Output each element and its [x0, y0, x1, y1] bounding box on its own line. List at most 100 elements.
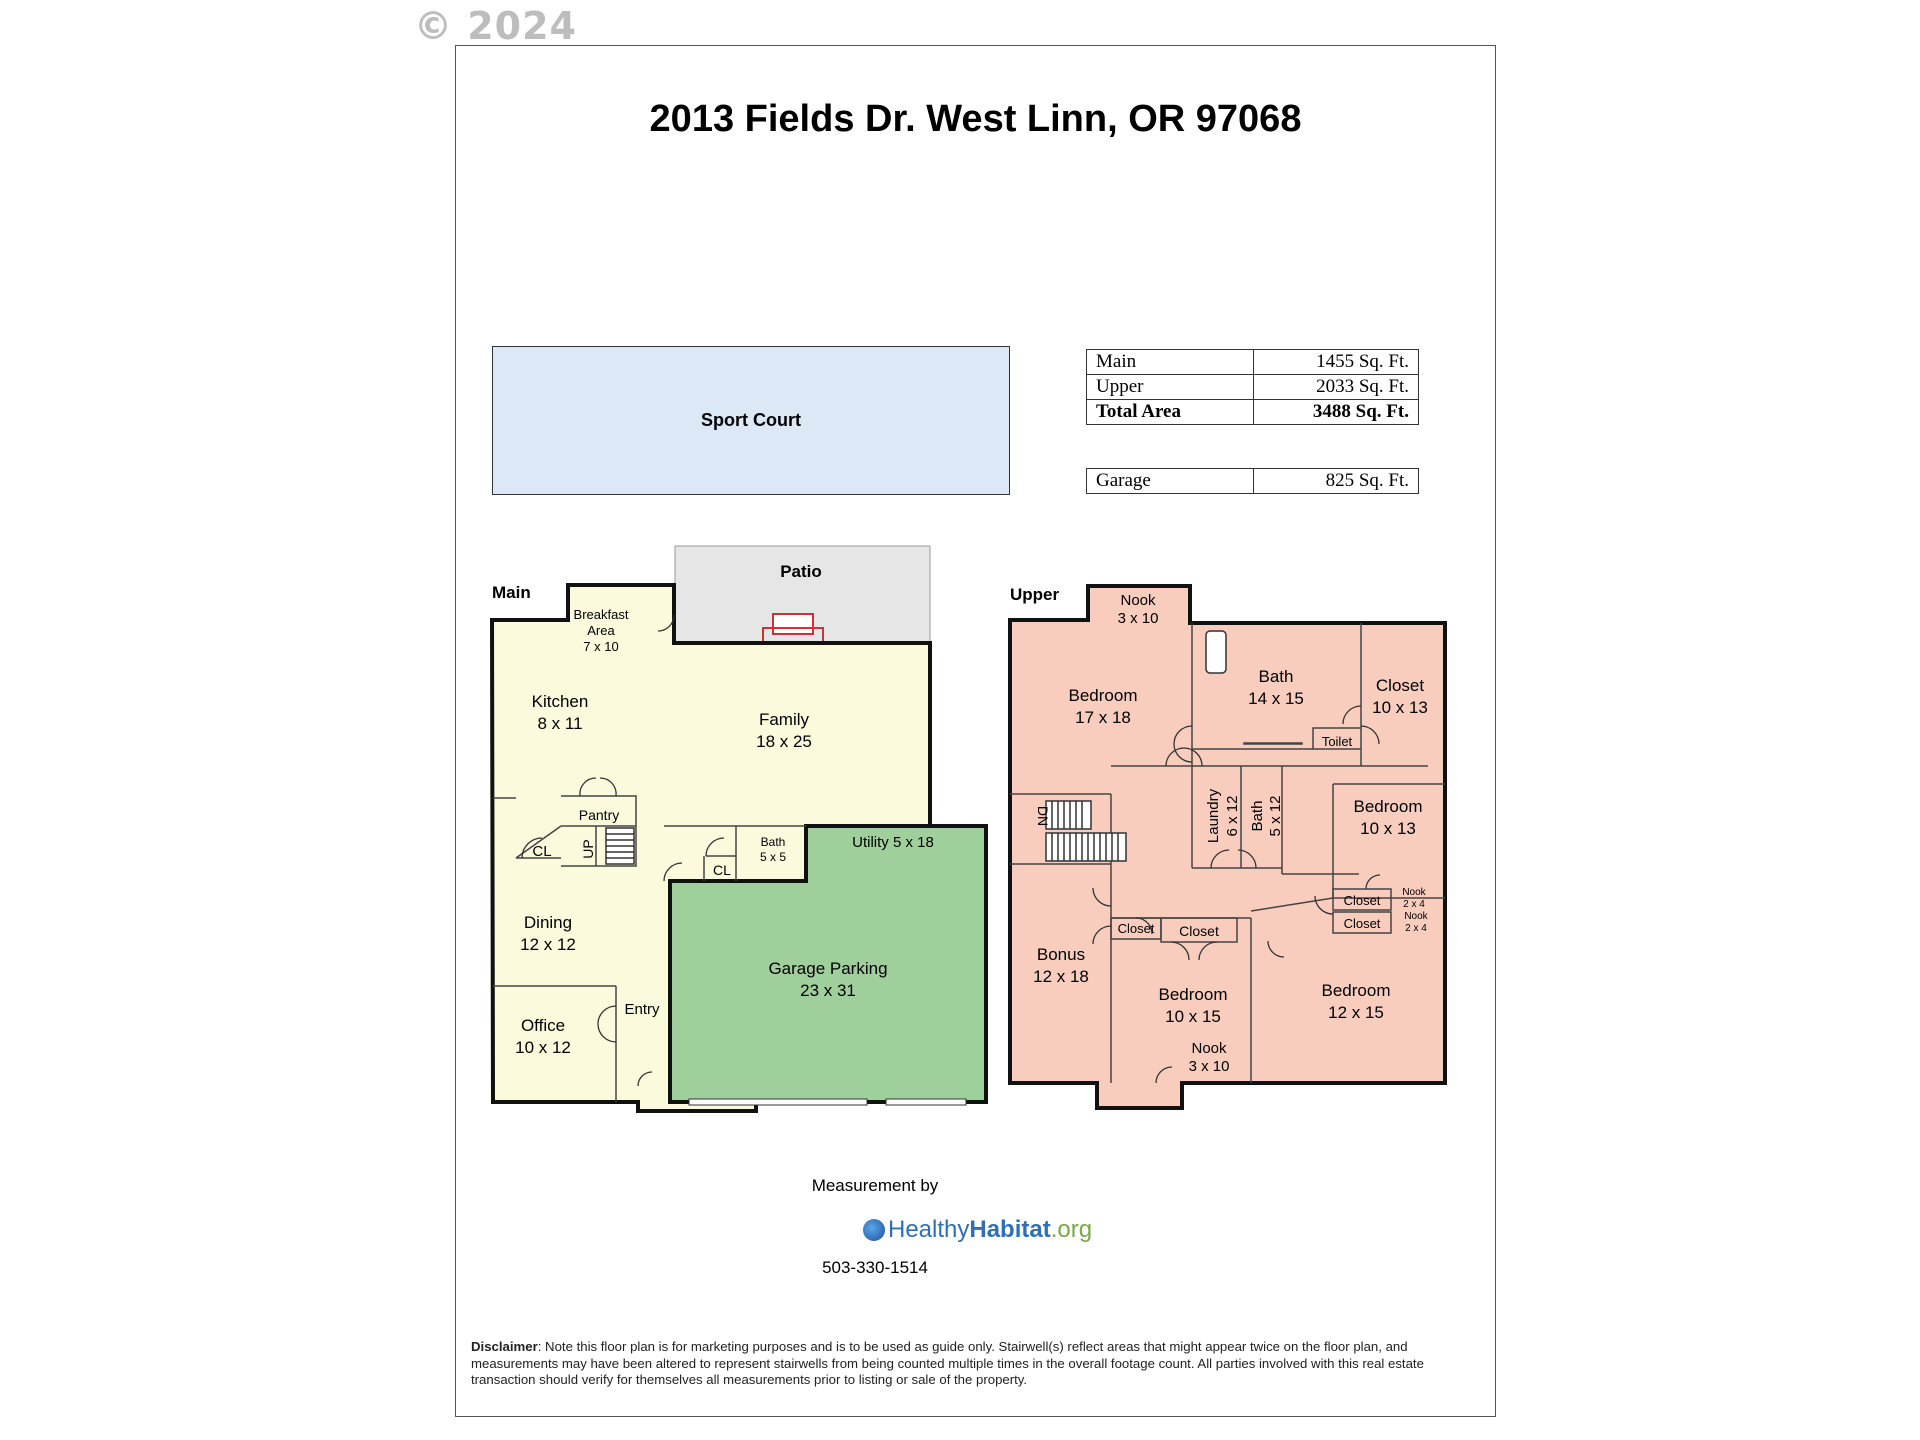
- area-row-total: Total Area 3488 Sq. Ft.: [1086, 399, 1419, 425]
- garage-door: [688, 1098, 868, 1106]
- room-label: Bedroom: [1159, 985, 1228, 1004]
- garage-door: [885, 1098, 967, 1106]
- room-label: Nook: [1191, 1040, 1227, 1057]
- closet-label: Closet: [1179, 923, 1219, 939]
- main-interior-walls: [493, 795, 806, 1102]
- nook-top-label: Nook 3 x 10: [1118, 592, 1159, 627]
- area-row-garage: Garage 825 Sq. Ft.: [1086, 468, 1419, 494]
- garage-area-table: Garage 825 Sq. Ft.: [1086, 468, 1419, 494]
- room-dimensions: 14 x 15: [1248, 689, 1304, 708]
- copyright-watermark: © 2024: [414, 4, 577, 48]
- bedroom4-label: Bedroom 12 x 15: [1322, 981, 1391, 1022]
- room-dimensions: 5 x 5: [760, 850, 786, 864]
- room-dimensions: 5 x 12: [1267, 796, 1284, 837]
- bathtub-icon: [1205, 630, 1227, 674]
- door-swing-icons: [1092, 705, 1381, 1084]
- door-swing-icons: [521, 614, 725, 1087]
- room-label: Laundry: [1205, 788, 1222, 843]
- utility-label: Utility 5 x 18: [852, 834, 934, 851]
- floor-plan-drawing: Main Patio: [489, 545, 1447, 1113]
- page-title: 2013 Fields Dr. West Linn, OR 97068: [649, 98, 1302, 140]
- room-dimensions: 18 x 25: [756, 732, 812, 751]
- dining-label: Dining 12 x 12: [520, 913, 576, 954]
- upper-floor-label: Upper: [1010, 585, 1060, 604]
- office-label: Office 10 x 12: [515, 1016, 571, 1057]
- room-dimensions: 2 x 4: [1405, 923, 1427, 934]
- room-dimensions: 3 x 10: [1189, 1058, 1230, 1075]
- disclaimer-text: : Note this floor plan is for marketing …: [471, 1339, 1424, 1387]
- room-label: Kitchen: [532, 692, 589, 711]
- room-label: Nook: [1120, 592, 1156, 609]
- area-value: 825 Sq. Ft.: [1253, 468, 1419, 494]
- logo-text: Healthy: [888, 1216, 970, 1243]
- room-dimensions: 2 x 4: [1403, 899, 1425, 910]
- room-label: Area: [587, 623, 615, 638]
- room-label: Bath: [1259, 667, 1294, 686]
- stairs-up: [605, 827, 635, 865]
- room-label: Bedroom: [1069, 686, 1138, 705]
- room-label: Garage Parking: [768, 959, 887, 978]
- room-dimensions: 17 x 18: [1075, 708, 1131, 727]
- area-label: Garage: [1086, 468, 1254, 494]
- room-dimensions: 6 x 12: [1224, 796, 1241, 837]
- up-label: UP: [580, 839, 596, 858]
- disclaimer: Disclaimer: Note this floor plan is for …: [471, 1339, 1481, 1389]
- logo-text: Habitat: [969, 1216, 1051, 1243]
- upper-floor-outline: [1008, 584, 1447, 1110]
- room-label: Bath: [761, 835, 786, 849]
- upper-interior-walls: [1010, 623, 1445, 1083]
- toilet-label: Toilet: [1322, 734, 1353, 749]
- closet-label: CL: [532, 843, 551, 860]
- pantry-label: Pantry: [579, 807, 619, 823]
- closet-label: Closet: [1344, 916, 1381, 931]
- room-label: Office: [521, 1016, 565, 1035]
- half-bath-label: Bath 5 x 5: [760, 835, 786, 864]
- room-label: Nook: [1404, 911, 1428, 922]
- closet-label: Closet: [1344, 893, 1381, 908]
- nook-b-label: Nook 2 x 4: [1404, 911, 1428, 934]
- family-label: Family 18 x 25: [756, 710, 812, 751]
- dn-label: DN: [1035, 806, 1051, 826]
- laundry-label: Laundry 6 x 12: [1205, 788, 1241, 843]
- floor-plan-sheet: 2013 Fields Dr. West Linn, OR 97068 Spor…: [455, 45, 1496, 1417]
- area-label: Total Area: [1086, 399, 1254, 425]
- closet-label: CL: [713, 862, 731, 878]
- area-table: Main 1455 Sq. Ft. Upper 2033 Sq. Ft. Tot…: [1086, 349, 1419, 425]
- room-dimensions: 10 x 13: [1360, 819, 1416, 838]
- area-value: 2033 Sq. Ft.: [1253, 374, 1419, 400]
- closet1-label: Closet 10 x 13: [1372, 676, 1428, 717]
- phone-number: 503-330-1514: [822, 1258, 928, 1277]
- room-label: Bath: [1249, 801, 1266, 832]
- bedroom2-label: Bedroom 10 x 13: [1354, 797, 1423, 838]
- patio-label: Patio: [780, 562, 822, 581]
- globe-icon: [863, 1219, 885, 1241]
- room-dimensions: 12 x 12: [520, 935, 576, 954]
- room-dimensions: 12 x 15: [1328, 1003, 1384, 1022]
- room-label: Nook: [1402, 887, 1426, 898]
- stairs-down: [1045, 800, 1127, 862]
- area-row-main: Main 1455 Sq. Ft.: [1086, 349, 1419, 375]
- room-dimensions: 7 x 10: [583, 639, 618, 654]
- bonus-label: Bonus 12 x 18: [1033, 945, 1089, 986]
- bedroom1-label: Bedroom 17 x 18: [1069, 686, 1138, 727]
- room-label: Closet: [1376, 676, 1424, 695]
- bath2-label: Bath 5 x 12: [1249, 796, 1284, 837]
- garage-label: Garage Parking 23 x 31: [768, 959, 887, 1000]
- room-label: Bonus: [1037, 945, 1085, 964]
- bedroom3-label: Bedroom 10 x 15: [1159, 985, 1228, 1026]
- room-label: Dining: [524, 913, 572, 932]
- kitchen-label: Kitchen 8 x 11: [532, 692, 589, 733]
- entry-label: Entry: [624, 1001, 660, 1018]
- measurement-by: Measurement by: [811, 1176, 939, 1195]
- garage: [668, 824, 988, 1104]
- logo-text: .org: [1050, 1216, 1093, 1243]
- room-dimensions: 10 x 15: [1165, 1007, 1221, 1026]
- room-dimensions: 8 x 11: [537, 714, 582, 733]
- room-label: Bedroom: [1322, 981, 1391, 1000]
- sport-court: Sport Court: [492, 346, 1010, 495]
- room-label: Bedroom: [1354, 797, 1423, 816]
- disclaimer-label: Disclaimer: [471, 1339, 538, 1354]
- main-floor-label: Main: [492, 583, 531, 602]
- nook-bottom-label: Nook 3 x 10: [1189, 1040, 1230, 1075]
